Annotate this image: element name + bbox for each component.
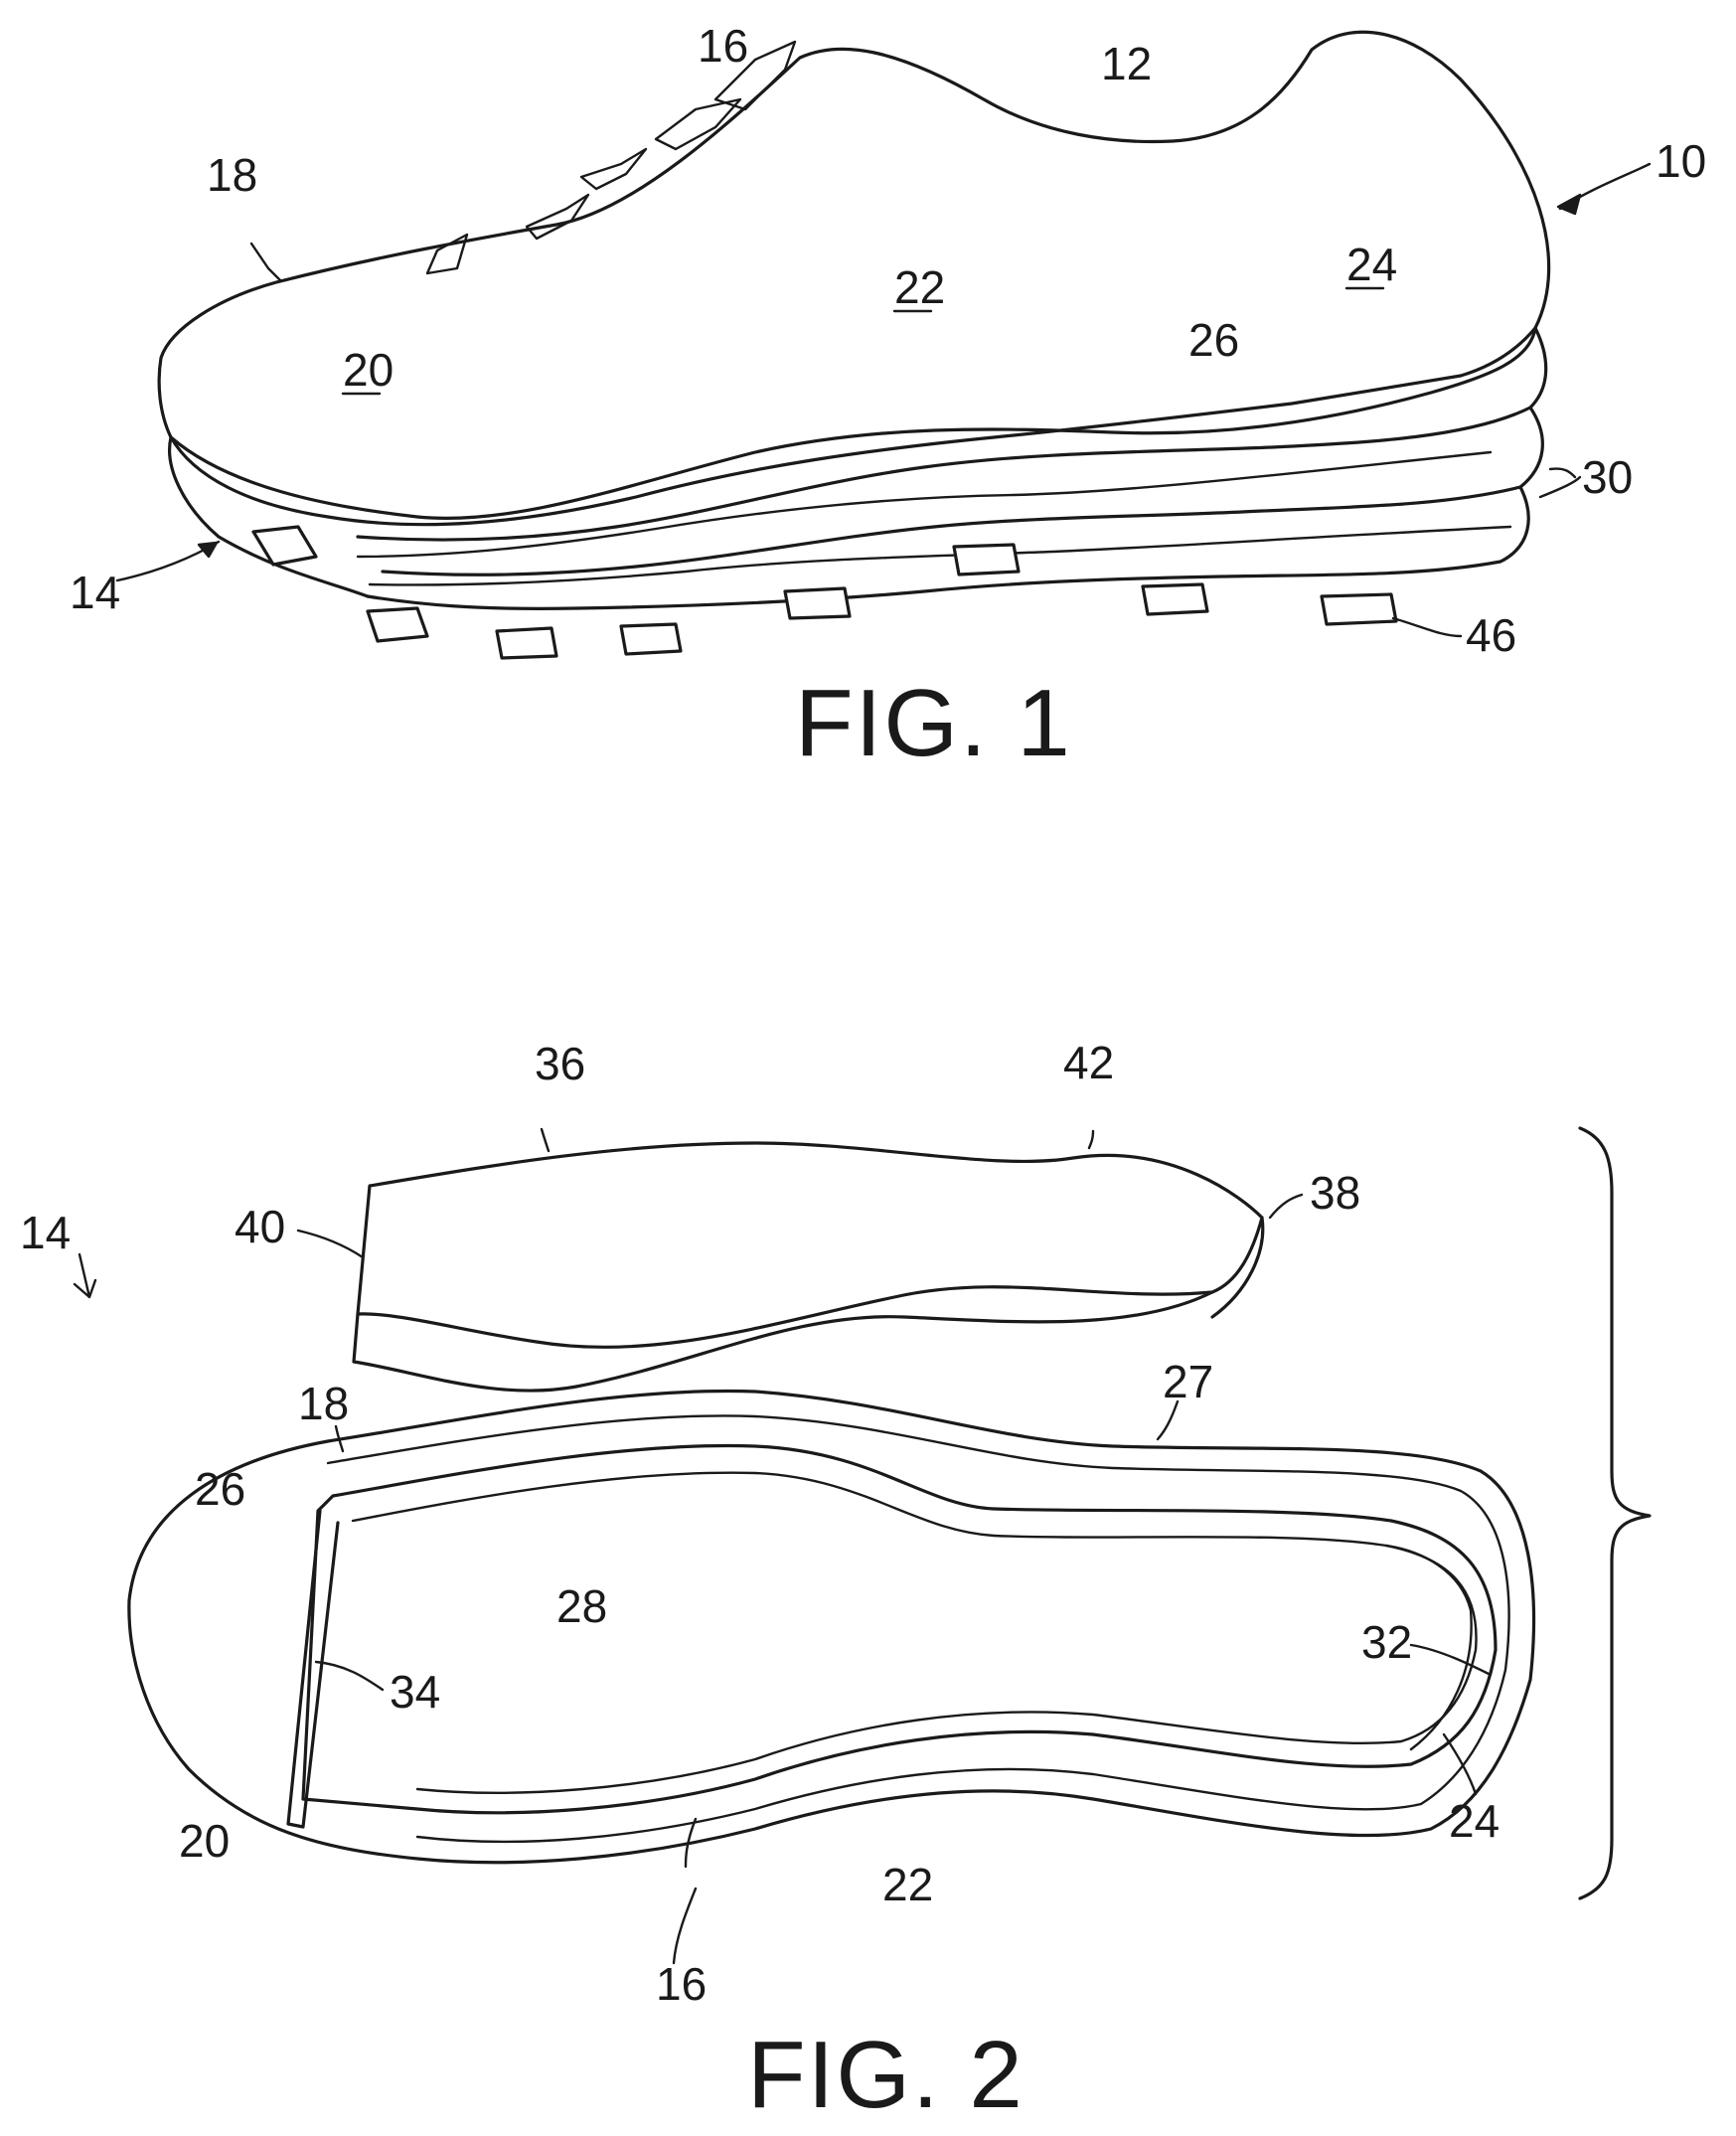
ref-label-46: 46 [1466,609,1516,661]
cleat [954,545,1019,575]
figure-caption: FIG. 2 [747,2022,1025,2128]
ref-label-18: 18 [298,1378,349,1429]
ref-label-34: 34 [390,1666,440,1718]
ref-label-27: 27 [1163,1356,1213,1407]
ref-label-42: 42 [1063,1037,1114,1088]
ref-label-12: 12 [1101,38,1152,89]
figure-2: 14 36 42 40 38 27 18 26 28 32 34 24 20 2… [20,1037,1650,2128]
insert-plate [354,1143,1263,1391]
ref-label-24: 24 [1346,239,1397,290]
ref-label-16: 16 [698,20,748,72]
ref-label-22: 22 [894,261,945,313]
ref-label-28: 28 [556,1580,607,1632]
ref-label-40: 40 [235,1201,285,1252]
ref-label-18: 18 [207,149,257,201]
cleat [785,588,850,618]
cleat [497,628,556,658]
ref-label-32: 32 [1361,1616,1412,1668]
cleat [1143,584,1207,614]
shoe-upper [159,32,1549,524]
figure-caption: FIG. 1 [795,670,1072,776]
ref-label-10: 10 [1656,135,1706,187]
ref-label-20: 20 [179,1815,230,1867]
cleat [368,608,427,641]
cleat [1322,594,1396,624]
ref-label-14: 14 [70,567,120,618]
ref-label-16: 16 [656,1958,707,2010]
ref-label-26: 26 [1188,314,1239,366]
ref-label-24: 24 [1449,1795,1499,1847]
recess-cavity [303,1446,1496,1813]
lace-strap [581,149,646,189]
ref-label-36: 36 [535,1038,585,1089]
assembly-bracket [1580,1128,1650,1898]
ref-label-38: 38 [1310,1167,1360,1219]
ref-label-14: 14 [20,1207,71,1258]
ref-label-30: 30 [1582,451,1633,503]
figure-1: 10 12 14 16 18 20 22 24 26 30 46 FIG. 1 [70,20,1706,776]
ref-label-20: 20 [343,344,394,396]
ref-label-26: 26 [195,1463,245,1515]
cleat [621,624,681,654]
sole-plate [129,1392,1534,1863]
ref-label-22: 22 [882,1859,933,1910]
